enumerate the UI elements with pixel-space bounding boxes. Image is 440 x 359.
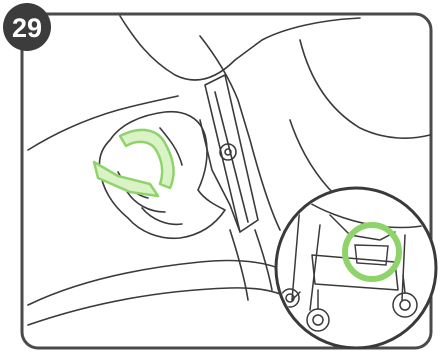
step-number: 29 — [12, 13, 42, 43]
magnified-stroller-inset — [276, 188, 436, 348]
step-number-badge: 29 — [3, 3, 51, 51]
